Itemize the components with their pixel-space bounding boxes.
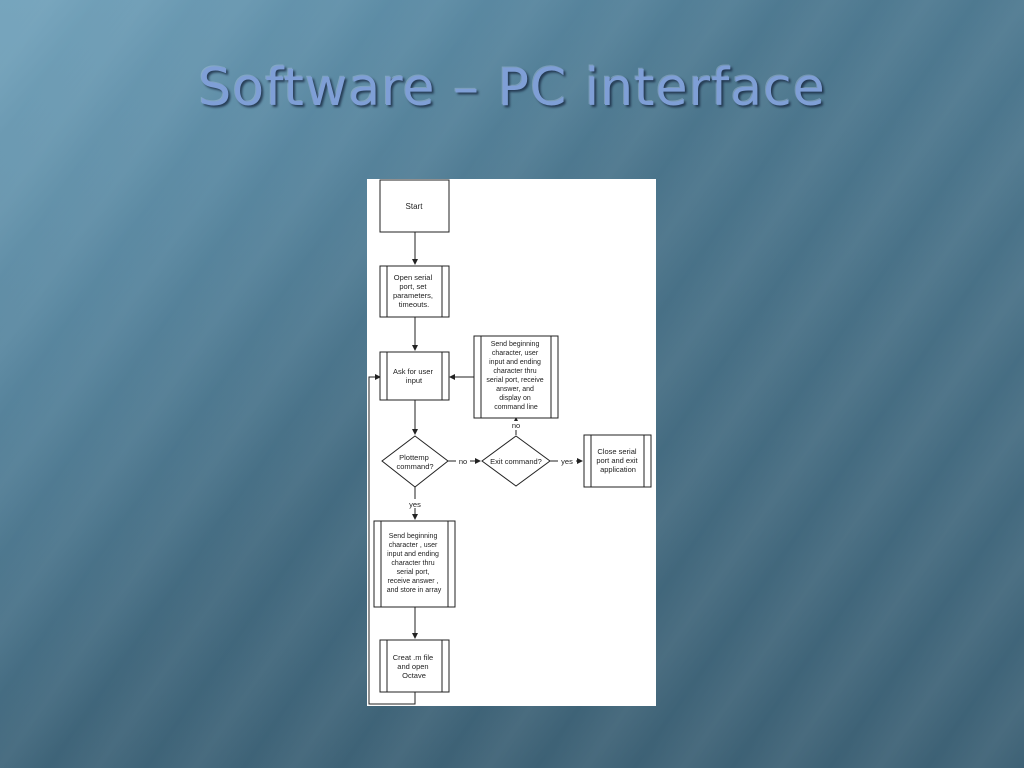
node-start-label: Start: [406, 202, 424, 211]
node-send-display-label: Send beginning character, user input and…: [486, 341, 545, 411]
slide-title: Software – PC interface: [198, 58, 826, 118]
flowchart: Start Open serial port, set parameters, …: [368, 179, 652, 705]
node-exit-label: Exit command?: [490, 457, 542, 466]
node-create-m-file-label: Creat .m file and open Octave: [393, 653, 436, 680]
node-send-store: [373, 520, 456, 608]
node-send-store-label: Send beginning character , user input an…: [387, 533, 442, 594]
node-send-display: [473, 335, 559, 419]
node-ask-input: [379, 351, 450, 401]
node-start: [379, 179, 450, 233]
edge-label-exit-yes: yes: [561, 457, 573, 466]
edge-label-exit-no: no: [512, 421, 520, 430]
node-exit-decision: [481, 435, 551, 487]
edge-loop-back: [368, 374, 416, 705]
edge-label-plottemp-no: no: [459, 457, 467, 466]
node-create-m-file: [379, 639, 450, 693]
flowchart-panel: Start Open serial port, set parameters, …: [367, 179, 656, 706]
edge-label-plottemp-yes: yes: [409, 500, 421, 509]
node-open-port-label: Open serial port, set parameters, timeou…: [393, 273, 435, 309]
node-close-port: [583, 434, 652, 488]
node-close-port-label: Close serial port and exit application: [596, 447, 639, 474]
node-plottemp-decision: [381, 435, 449, 488]
node-ask-input-label: Ask for user input: [393, 367, 435, 385]
node-plottemp-label: Plottemp command?: [396, 453, 433, 471]
node-open-port: [379, 265, 450, 318]
